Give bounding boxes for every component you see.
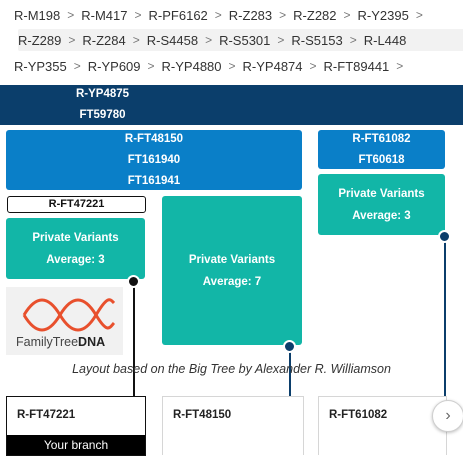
familytreedna-logo: FamilyTreeDNA xyxy=(6,287,123,355)
private-variants-average: Average: 7 xyxy=(202,276,262,288)
layout-credit-caption: Layout based on the Big Tree by Alexande… xyxy=(72,362,391,376)
chevron-right-icon: > xyxy=(214,8,222,22)
card-label: R-FT48150 xyxy=(173,409,232,421)
chevron-right-icon: > xyxy=(68,33,76,47)
node-name: R-FT48150 xyxy=(124,133,184,145)
chevron-right-icon: > xyxy=(73,59,81,73)
branch-card[interactable]: R-FT48150 xyxy=(162,396,304,455)
chevron-right-icon: > xyxy=(349,33,357,47)
breadcrumb-item[interactable]: R-FT89441 xyxy=(323,58,390,74)
private-variants-title: Private Variants xyxy=(32,232,119,244)
breadcrumb-item[interactable]: R-S4458 xyxy=(146,32,199,48)
breadcrumb-item[interactable]: R-YP4874 xyxy=(242,58,303,74)
breadcrumb-item[interactable]: R-M417 xyxy=(81,7,128,23)
card-label: R-FT47221 xyxy=(17,409,76,421)
private-variants-box[interactable]: Private Variants Average: 3 xyxy=(318,174,445,235)
chevron-right-icon: > xyxy=(343,8,351,22)
breadcrumb-item[interactable]: R-YP355 xyxy=(14,58,67,74)
chevron-right-icon: › xyxy=(445,407,451,424)
chevron-right-icon: > xyxy=(228,59,236,73)
breadcrumb-item[interactable]: R-Z283 xyxy=(228,7,273,23)
breadcrumb-item[interactable]: R-Z282 xyxy=(293,7,337,23)
private-variants-title: Private Variants xyxy=(188,254,276,266)
chevron-right-icon: > xyxy=(134,8,142,22)
chevron-right-icon: > xyxy=(67,8,75,22)
breadcrumb-item[interactable]: R-S5153 xyxy=(291,32,343,48)
chevron-right-icon: > xyxy=(279,8,287,22)
branch-connector-line xyxy=(133,282,135,396)
breadcrumb-row-2: R-Z289 > R-Z284 > R-S4458 > R-S5301 > R-… xyxy=(18,29,463,51)
node-variant: FT161941 xyxy=(127,175,181,187)
your-branch-badge: Your branch xyxy=(7,435,145,455)
dna-helix-icon xyxy=(22,298,116,332)
breadcrumb-item[interactable]: R-M198 xyxy=(14,7,61,23)
node-variant: FT60618 xyxy=(358,154,405,166)
chevron-right-icon: > xyxy=(147,59,155,73)
node-r-ft61082[interactable]: R-FT61082 FT60618 xyxy=(318,130,445,169)
chevron-right-icon: > xyxy=(277,33,285,47)
your-branch-card[interactable]: R-FT47221 Your branch xyxy=(6,396,146,456)
parent-node-bar[interactable]: R-YP4875 FT59780 xyxy=(0,85,463,125)
chevron-right-icon: > xyxy=(205,33,213,47)
breadcrumb-row-3: R-YP355 > R-YP609 > R-YP4880 > R-YP4874 … xyxy=(14,55,463,77)
branch-connector-line xyxy=(289,348,291,396)
breadcrumb-item[interactable]: R-Z289 xyxy=(18,32,62,48)
breadcrumb-item[interactable]: R-S5301 xyxy=(219,32,271,48)
chevron-right-icon: > xyxy=(415,8,423,22)
chevron-right-icon: > xyxy=(309,59,317,73)
node-r-ft48150[interactable]: R-FT48150 FT161940 FT161941 xyxy=(6,130,302,190)
chevron-right-icon: > xyxy=(396,59,404,73)
branch-connector-dot xyxy=(283,340,296,353)
parent-node-name: R-YP4875 xyxy=(75,88,130,100)
scroll-right-button[interactable]: › xyxy=(432,400,463,432)
breadcrumb-row-1: R-M198 > R-M417 > R-PF6162 > R-Z283 > R-… xyxy=(14,4,463,26)
logo-wordmark: FamilyTreeDNA xyxy=(16,335,106,349)
private-variants-average: Average: 3 xyxy=(352,210,411,222)
branch-card[interactable]: R-FT61082 xyxy=(318,396,447,455)
private-variants-box[interactable]: Private Variants Average: 7 xyxy=(162,196,302,345)
breadcrumb-item[interactable]: R-YP4880 xyxy=(161,58,222,74)
branch-connector-dot xyxy=(438,230,451,243)
breadcrumb-item[interactable]: R-L448 xyxy=(363,32,407,48)
branch-connector-line xyxy=(444,238,446,396)
node-variant: FT161940 xyxy=(127,154,181,166)
breadcrumb-item[interactable]: R-YP609 xyxy=(87,58,141,74)
private-variants-box[interactable]: Private Variants Average: 3 xyxy=(6,218,145,279)
branch-connector-dot xyxy=(127,275,140,288)
card-label: R-FT61082 xyxy=(329,409,388,421)
chevron-right-icon: > xyxy=(132,33,140,47)
breadcrumb-item[interactable]: R-Z284 xyxy=(82,32,126,48)
private-variants-average: Average: 3 xyxy=(46,254,105,266)
private-variants-title: Private Variants xyxy=(338,188,425,200)
breadcrumb-item[interactable]: R-Y2395 xyxy=(357,7,409,23)
breadcrumb-item[interactable]: R-PF6162 xyxy=(148,7,208,23)
node-name: R-FT61082 xyxy=(352,133,411,145)
branch-r-ft47221-label[interactable]: R-FT47221 xyxy=(7,196,146,213)
parent-node-variant: FT59780 xyxy=(79,109,126,121)
